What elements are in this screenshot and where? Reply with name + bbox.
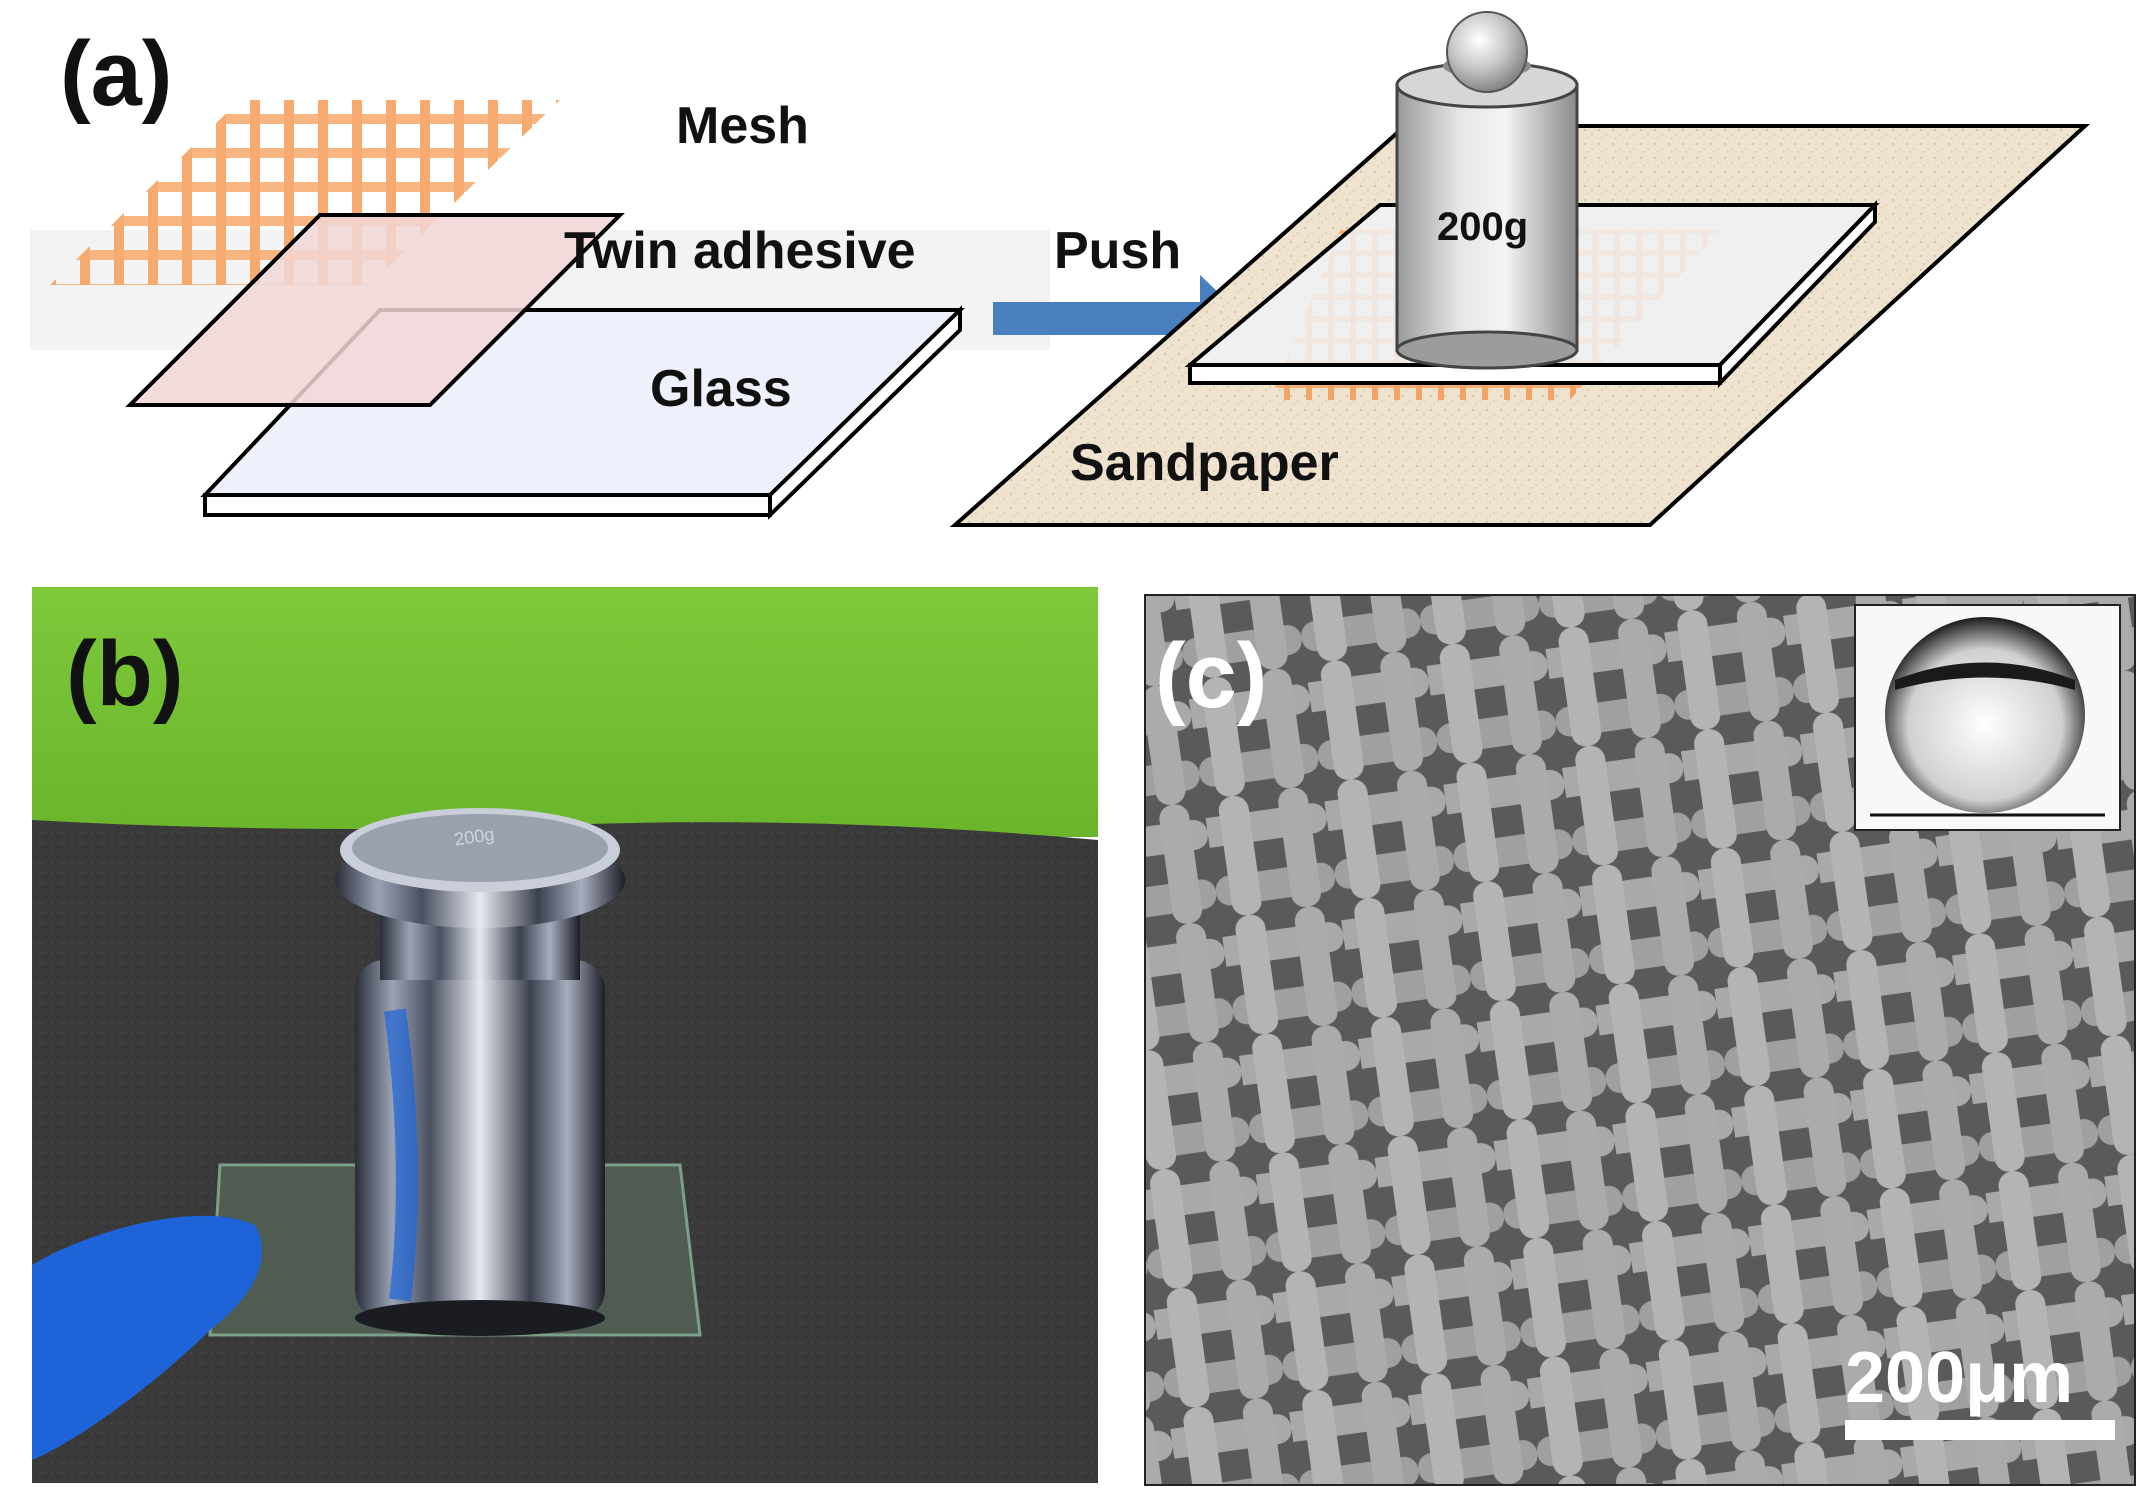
twin-adhesive-layer — [125, 213, 625, 407]
droplet-inset — [1854, 604, 2121, 831]
mesh-layer — [50, 100, 560, 285]
panel-b-tag: (b) — [66, 623, 183, 725]
blue-glove — [32, 1215, 263, 1460]
adhesive-label: Twin adhesive — [564, 222, 916, 280]
weight-200g: 200g — [1395, 11, 1579, 370]
green-backdrop — [32, 587, 1098, 837]
panel-c: (c) 200μm — [1144, 594, 2136, 1486]
scale-bar — [1845, 1420, 2115, 1440]
panel-c-tag: (c) — [1155, 625, 1267, 727]
panel-a-tag: (a) — [60, 23, 172, 125]
push-arrow — [993, 275, 1245, 361]
weight-label: 200g — [1437, 205, 1528, 249]
panel-a: (a) Mesh Twin adhesive Glass Push Sandpa… — [30, 11, 2091, 527]
sandpaper-label: Sandpaper — [1070, 434, 1339, 492]
mesh-label: Mesh — [676, 97, 809, 155]
panel-b: 200g (b) — [30, 585, 1100, 1485]
push-label: Push — [1054, 222, 1181, 280]
scale-bar-label: 200μm — [1845, 1338, 2073, 1418]
glass-label: Glass — [650, 360, 792, 418]
photo-weight: 200g — [335, 808, 625, 1336]
